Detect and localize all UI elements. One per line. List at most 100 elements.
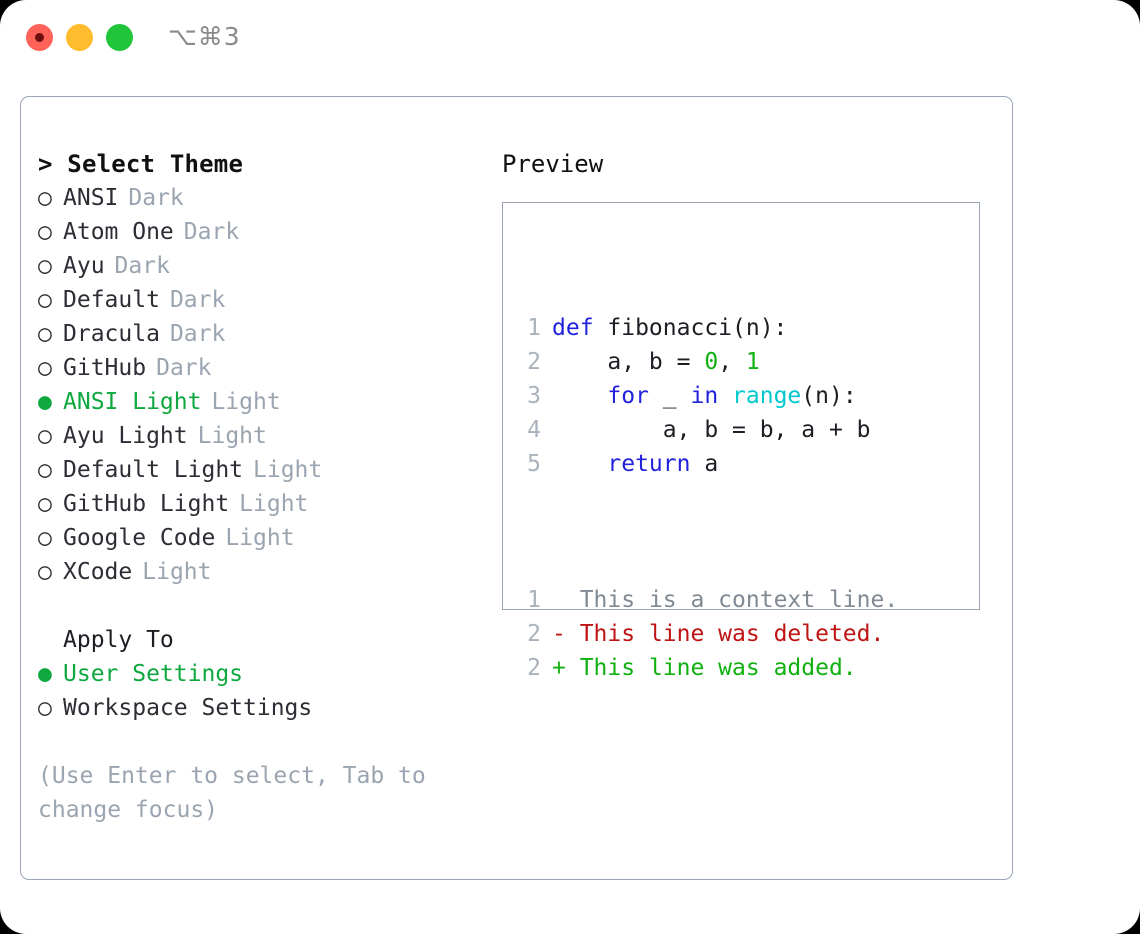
line-number: 3: [527, 383, 541, 409]
code-token: ,: [718, 349, 746, 375]
theme-option-name: Default: [63, 287, 160, 313]
select-theme-heading: > Select Theme: [38, 150, 244, 178]
radio-unselected-icon: ○: [38, 559, 52, 585]
code-line: 3 for _ in range(n):: [519, 379, 898, 413]
code-token: def: [552, 315, 608, 341]
line-number: 1: [527, 587, 541, 613]
preview-title: Preview: [502, 150, 604, 178]
theme-option-name: Ayu Light: [63, 423, 188, 449]
theme-option-name: Default Light: [63, 457, 244, 483]
code-line: 2 a, b = 0, 1: [519, 345, 898, 379]
theme-option-tag: Light: [239, 491, 309, 517]
radio-unselected-icon: ○: [38, 253, 52, 279]
line-number: 2: [527, 655, 541, 681]
radio-unselected-icon: ○: [38, 185, 52, 211]
theme-option-name: Atom One: [63, 219, 174, 245]
theme-option-name: Dracula: [63, 321, 160, 347]
maximize-button[interactable]: [106, 24, 133, 51]
theme-option[interactable]: ○ Dracula Dark: [38, 317, 488, 351]
diff-text: This line was added.: [565, 655, 857, 681]
line-number: 2: [527, 349, 541, 375]
theme-option[interactable]: ○ Default Dark: [38, 283, 488, 317]
diff-line: 2 + This line was added.: [519, 651, 898, 685]
window-controls: [26, 24, 133, 51]
radio-unselected-icon: ○: [38, 491, 52, 517]
diff-text: This is a context line.: [565, 587, 899, 613]
apply-to-option-name: User Settings: [63, 661, 244, 687]
theme-option[interactable]: ○ Atom One Dark: [38, 215, 488, 249]
theme-option-name: GitHub: [63, 355, 147, 381]
diff-marker: +: [552, 655, 566, 681]
theme-option-tag: Light: [211, 389, 281, 415]
radio-unselected-icon: ○: [38, 321, 52, 347]
code-token: [718, 383, 732, 409]
code-token: return: [607, 451, 691, 477]
close-button[interactable]: [26, 24, 53, 51]
keyboard-shortcut-label: ⌥⌘3: [168, 22, 241, 51]
code-token: a, b = b, a + b: [552, 417, 871, 443]
code-token: fibonacci(n):: [607, 315, 788, 341]
minimize-button[interactable]: [66, 24, 93, 51]
theme-option-tag: Light: [253, 457, 323, 483]
apply-to-label: Apply To: [63, 627, 174, 653]
theme-option-name: XCode: [63, 559, 133, 585]
diff-marker: -: [552, 621, 566, 647]
line-number: 4: [527, 417, 541, 443]
code-token: 0: [704, 349, 719, 375]
theme-option-name: ANSI Light: [63, 389, 202, 415]
theme-option-name: GitHub Light: [63, 491, 230, 517]
line-number: 5: [527, 451, 541, 477]
code-token: for: [607, 383, 649, 409]
radio-unselected-icon: ○: [38, 219, 52, 245]
apply-to-option[interactable]: ●User Settings: [38, 657, 488, 691]
theme-option-tag: Dark: [169, 287, 226, 313]
section-spacer: [38, 589, 488, 623]
theme-option-name: Google Code: [63, 525, 216, 551]
radio-unselected-icon: ○: [38, 695, 52, 721]
theme-option-tag: Dark: [183, 219, 240, 245]
code-line: 4 a, b = b, a + b: [519, 413, 898, 447]
diff-lines: 1 This is a context line. 2- This line wa…: [519, 583, 898, 685]
code-token: [552, 383, 607, 409]
diff-marker: [552, 587, 566, 613]
code-token: in: [690, 383, 719, 409]
line-number: 2: [527, 621, 541, 647]
theme-option-tag: Dark: [169, 321, 226, 347]
title-bar: ⌥⌘3: [0, 0, 1140, 78]
apply-to-list[interactable]: ●User Settings○Workspace Settings: [38, 657, 488, 725]
theme-option[interactable]: ○ Default Light Light: [38, 453, 488, 487]
code-token: (n):: [801, 383, 857, 409]
theme-option[interactable]: ○ GitHub Light Light: [38, 487, 488, 521]
radio-selected-icon: ●: [38, 389, 52, 415]
apply-to-option[interactable]: ○Workspace Settings: [38, 691, 488, 725]
theme-option-tag: Dark: [128, 185, 184, 211]
radio-unselected-icon: ○: [38, 355, 52, 381]
theme-option-tag: Dark: [114, 253, 170, 279]
code-token: _: [648, 383, 691, 409]
code-token: range: [732, 383, 802, 409]
code-line: 5 return a: [519, 447, 898, 481]
code-token: a: [690, 451, 719, 477]
radio-unselected-icon: ○: [38, 457, 52, 483]
radio-unselected-icon: ○: [38, 287, 52, 313]
theme-option[interactable]: ○ ANSI Dark: [38, 181, 488, 215]
code-token: 1: [745, 349, 760, 375]
theme-option-name: ANSI: [63, 185, 119, 211]
theme-option[interactable]: ● ANSI Light Light: [38, 385, 488, 419]
radio-unselected-icon: ○: [38, 423, 52, 449]
code-token: [552, 451, 607, 477]
